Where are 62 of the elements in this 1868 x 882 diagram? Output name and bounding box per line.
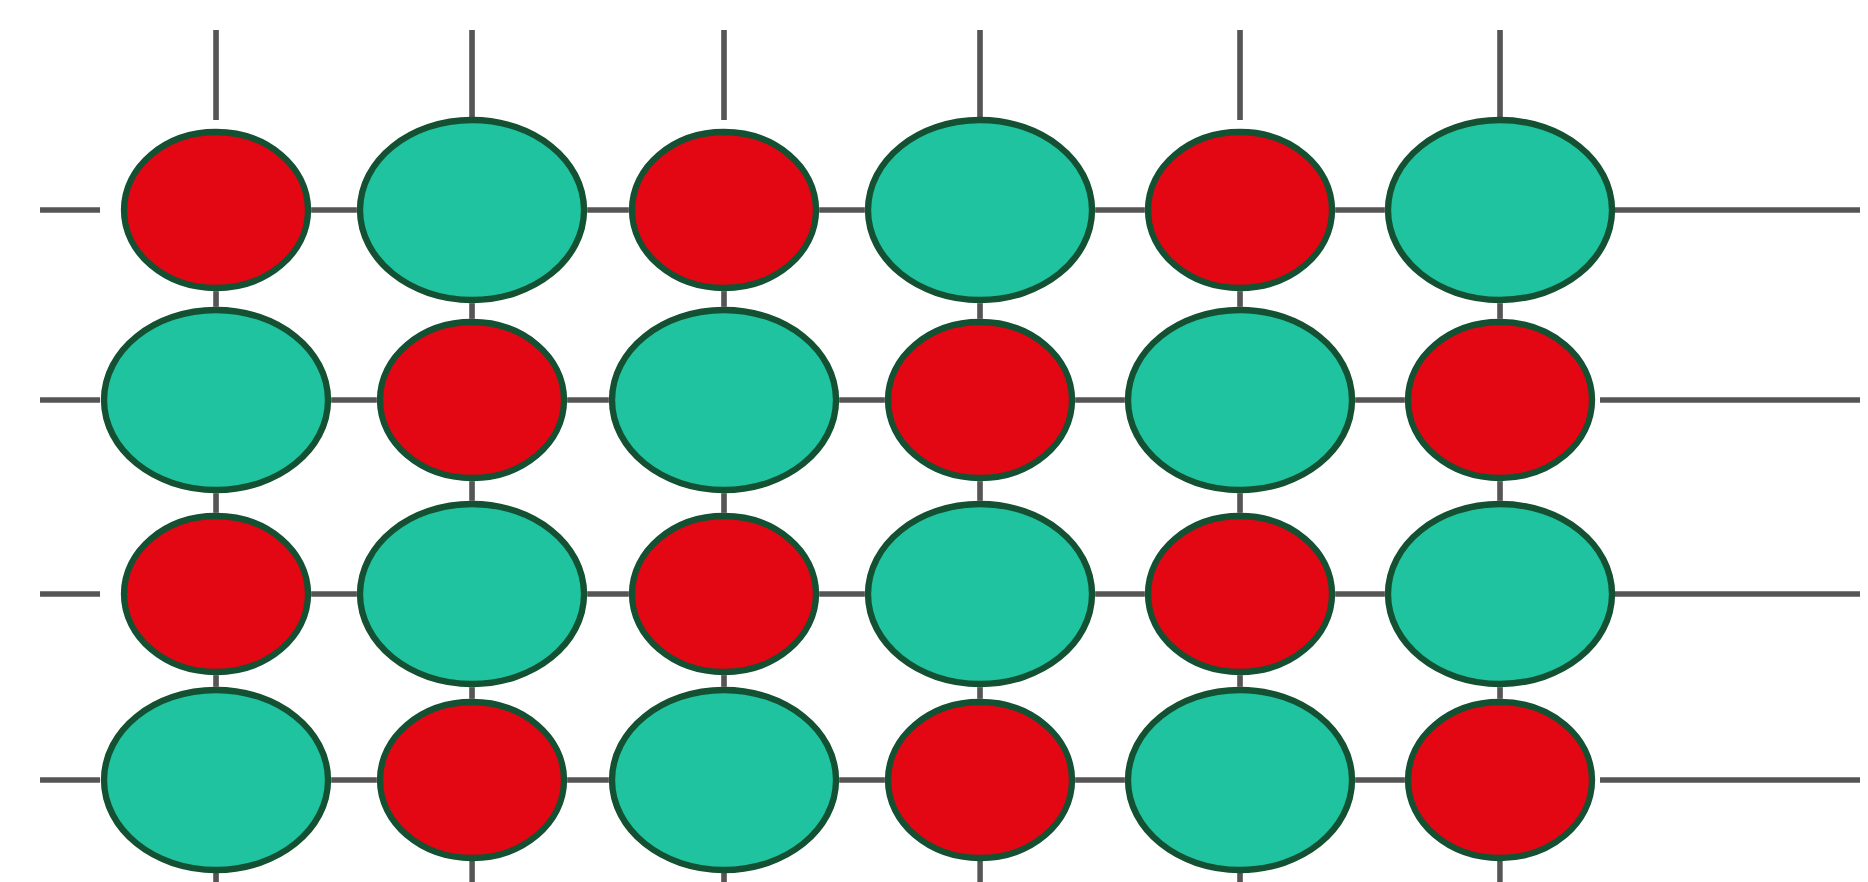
ion-circle bbox=[884, 698, 1076, 862]
grid-line bbox=[977, 303, 983, 319]
grid-line bbox=[721, 291, 727, 307]
grid-line bbox=[977, 481, 983, 501]
grid-line bbox=[1355, 397, 1405, 403]
ion-circle bbox=[1124, 686, 1356, 874]
grid-line bbox=[311, 591, 357, 597]
ion-circle bbox=[608, 686, 840, 874]
grid-line bbox=[1075, 397, 1125, 403]
grid-line bbox=[469, 687, 475, 699]
ion-circle bbox=[120, 512, 312, 676]
grid-line bbox=[213, 675, 219, 687]
grid-line bbox=[1095, 591, 1145, 597]
ion-circle bbox=[608, 306, 840, 494]
grid-line bbox=[1095, 207, 1145, 213]
ion-circle bbox=[1124, 306, 1356, 494]
ion-circle bbox=[100, 686, 332, 874]
grid-line bbox=[1237, 675, 1243, 687]
grid-line bbox=[839, 397, 885, 403]
grid-line bbox=[331, 397, 377, 403]
grid-line bbox=[1237, 291, 1243, 307]
grid-line bbox=[587, 207, 629, 213]
ion-circle bbox=[1144, 128, 1336, 292]
grid-line bbox=[1335, 591, 1385, 597]
ion-circle bbox=[1384, 500, 1616, 688]
grid-line bbox=[839, 777, 885, 783]
grid-line bbox=[1237, 493, 1243, 513]
ion-circle bbox=[376, 698, 568, 862]
ion-circle bbox=[356, 500, 588, 688]
ion-circle bbox=[884, 318, 1076, 482]
ion-circle bbox=[1144, 512, 1336, 676]
ion-circle bbox=[628, 512, 820, 676]
grid-line bbox=[1497, 481, 1503, 501]
ion-circle bbox=[864, 500, 1096, 688]
grid-line bbox=[819, 591, 865, 597]
ion-circle bbox=[1404, 698, 1596, 862]
grid-line bbox=[567, 777, 609, 783]
ion-circle bbox=[628, 128, 820, 292]
ion-circle bbox=[356, 116, 588, 304]
grid-line bbox=[721, 675, 727, 687]
ion-circle bbox=[120, 128, 312, 292]
grid-line bbox=[469, 481, 475, 501]
grid-line bbox=[469, 303, 475, 319]
grid-line bbox=[1075, 777, 1125, 783]
grid-line bbox=[1497, 303, 1503, 319]
grid-line bbox=[1497, 687, 1503, 699]
grid-line bbox=[721, 493, 727, 513]
grid-line bbox=[331, 777, 377, 783]
grid-line bbox=[213, 291, 219, 307]
grid-line bbox=[819, 207, 865, 213]
grid-line bbox=[587, 591, 629, 597]
grid-line bbox=[1335, 207, 1385, 213]
grid-line bbox=[977, 687, 983, 699]
grid-line bbox=[567, 397, 609, 403]
grid-line bbox=[1355, 777, 1405, 783]
ion-circle bbox=[100, 306, 332, 494]
ion-circle bbox=[864, 116, 1096, 304]
ion-circle bbox=[1404, 318, 1596, 482]
grid-line bbox=[213, 493, 219, 513]
ion-circle bbox=[376, 318, 568, 482]
grid-line bbox=[311, 207, 357, 213]
ion-circle bbox=[1384, 116, 1616, 304]
